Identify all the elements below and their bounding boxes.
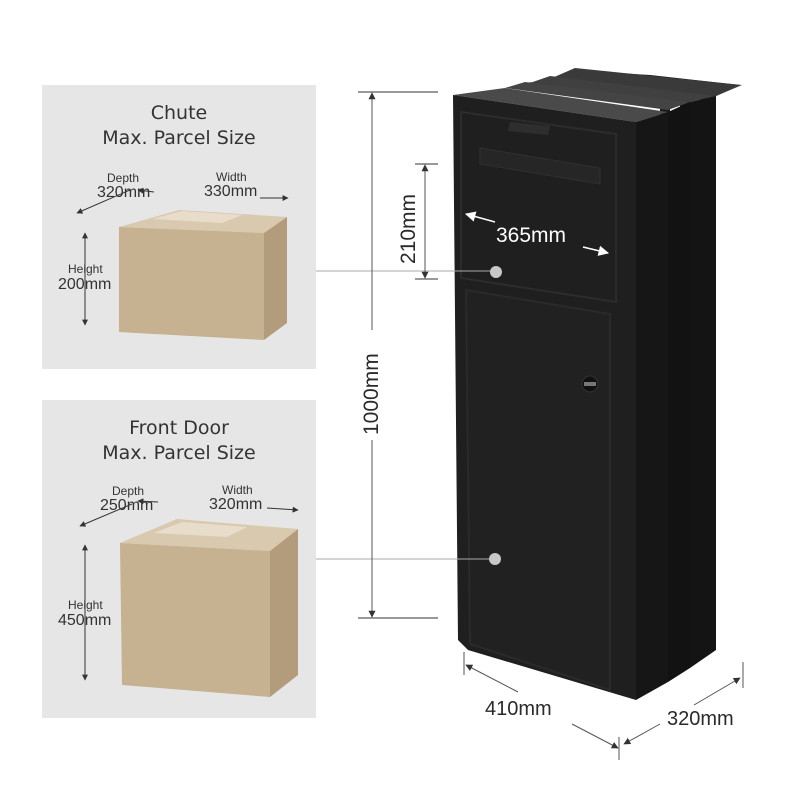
chute-size-panel: Chute Max. Parcel Size Depth 320mm Width…: [42, 85, 316, 369]
chute-callout-dot: [490, 266, 502, 278]
chute-title-line2: Max. Parcel Size: [102, 127, 256, 149]
chute-depth-label: Depth: [107, 171, 140, 185]
front-door-size-panel: Front Door Max. Parcel Size Depth 250mm …: [42, 400, 316, 718]
door-width-label: Width: [222, 483, 253, 497]
mailbox-illustration: [453, 68, 742, 700]
door-depth-label: Depth: [112, 484, 145, 498]
door-box-illustration: [79, 498, 299, 697]
base-width-label: 410mm: [485, 698, 552, 720]
chute-width-label: Width: [216, 170, 247, 184]
chute-box-illustration: [76, 187, 289, 340]
door-width-value: 320mm: [209, 496, 263, 513]
chute-title-line1: Chute: [150, 102, 208, 124]
chute-height-label: 210mm: [397, 193, 420, 264]
door-title-line2: Max. Parcel Size: [102, 442, 256, 464]
total-height-label: 1000mm: [360, 353, 383, 435]
door-title-line1: Front Door: [129, 417, 229, 439]
chute-width-label: 365mm: [496, 224, 567, 247]
base-depth-label: 320mm: [667, 708, 734, 730]
door-callout-dot: [489, 553, 501, 565]
chute-width-value: 330mm: [204, 183, 258, 200]
